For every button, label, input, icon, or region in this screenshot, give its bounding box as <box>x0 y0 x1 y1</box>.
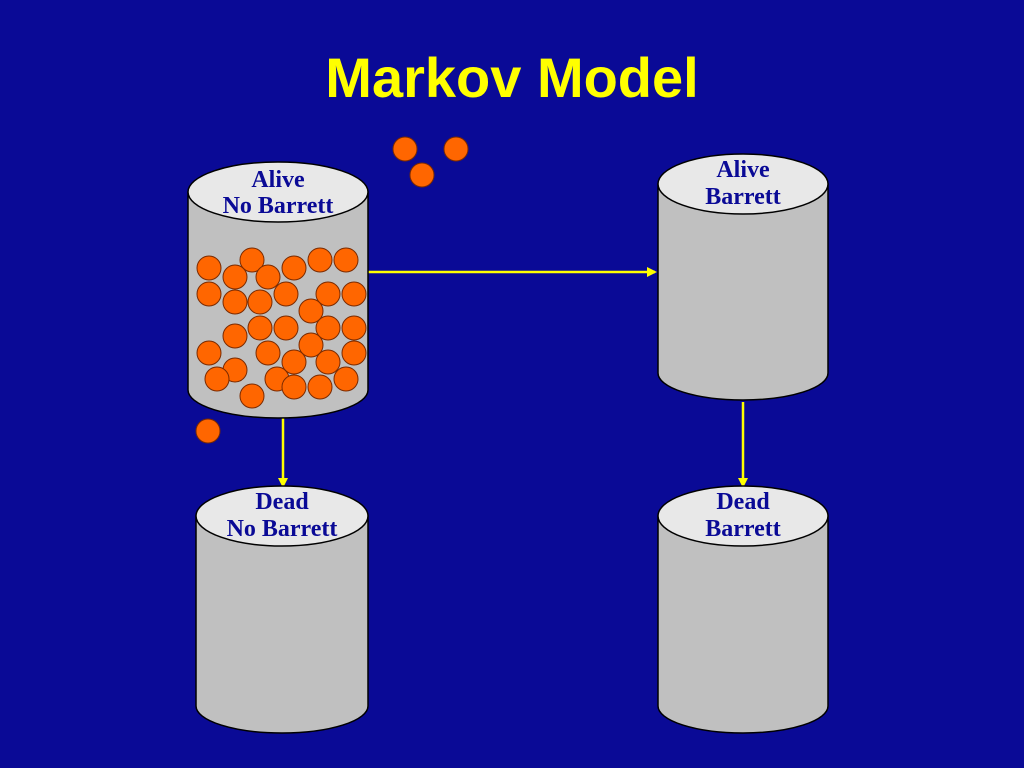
cohort-ball <box>195 418 221 444</box>
cohort-ball <box>298 332 324 358</box>
state-label-line2: Barrett <box>705 184 781 210</box>
state-label-line1: Alive <box>251 167 305 193</box>
cohort-ball <box>222 264 248 290</box>
cohort-ball <box>255 264 281 290</box>
state-alive-barrett: Alive Barrett <box>657 153 829 401</box>
cohort-ball <box>239 247 265 273</box>
cylinder-body <box>657 515 829 734</box>
cohort-ball <box>298 298 324 324</box>
transition-arrows <box>278 267 748 488</box>
cohort-ball <box>341 315 367 341</box>
slide-title: Markov Model <box>325 46 699 109</box>
cohort-ball <box>443 136 469 162</box>
cohort-ball <box>247 315 273 341</box>
cohort-ball <box>281 374 307 400</box>
cohort-ball <box>273 315 299 341</box>
cohort-ball <box>222 323 248 349</box>
cohort-ball <box>196 255 222 281</box>
cohort-ball <box>247 289 273 315</box>
state-dead-no-barrett: Dead No Barrett <box>195 485 369 734</box>
cohort-ball <box>273 281 299 307</box>
cylinder-top <box>195 485 369 547</box>
state-label-line2: No Barrett <box>223 193 334 219</box>
cohort-balls <box>195 136 469 444</box>
state-label-line1: Dead <box>255 489 309 515</box>
cohort-ball <box>281 255 307 281</box>
state-label-line1: Alive <box>716 157 770 183</box>
cohort-ball <box>333 247 359 273</box>
state-dead-barrett: Dead Barrett <box>657 485 829 734</box>
cohort-ball <box>409 162 435 188</box>
cohort-ball <box>315 315 341 341</box>
state-label-line1: Dead <box>716 489 770 515</box>
cohort-ball <box>333 366 359 392</box>
cylinder-top <box>187 161 369 223</box>
cohort-ball <box>392 136 418 162</box>
state-label-line2: Barrett <box>705 516 781 542</box>
cohort-ball <box>307 374 333 400</box>
cohort-ball <box>315 281 341 307</box>
cohort-ball <box>281 349 307 375</box>
state-label-line2: No Barrett <box>227 516 338 542</box>
cohort-ball <box>307 247 333 273</box>
cohort-ball <box>341 340 367 366</box>
cohort-ball <box>196 340 222 366</box>
cylinder-top <box>657 153 829 215</box>
cohort-ball <box>341 281 367 307</box>
cohort-ball <box>255 340 281 366</box>
cylinder-top <box>657 485 829 547</box>
cohort-ball <box>204 366 230 392</box>
cohort-ball <box>222 289 248 315</box>
cohort-ball <box>239 383 265 409</box>
cohort-ball <box>315 349 341 375</box>
cohort-ball <box>196 281 222 307</box>
cylinder-body <box>195 515 369 734</box>
cylinder-body <box>657 183 829 401</box>
